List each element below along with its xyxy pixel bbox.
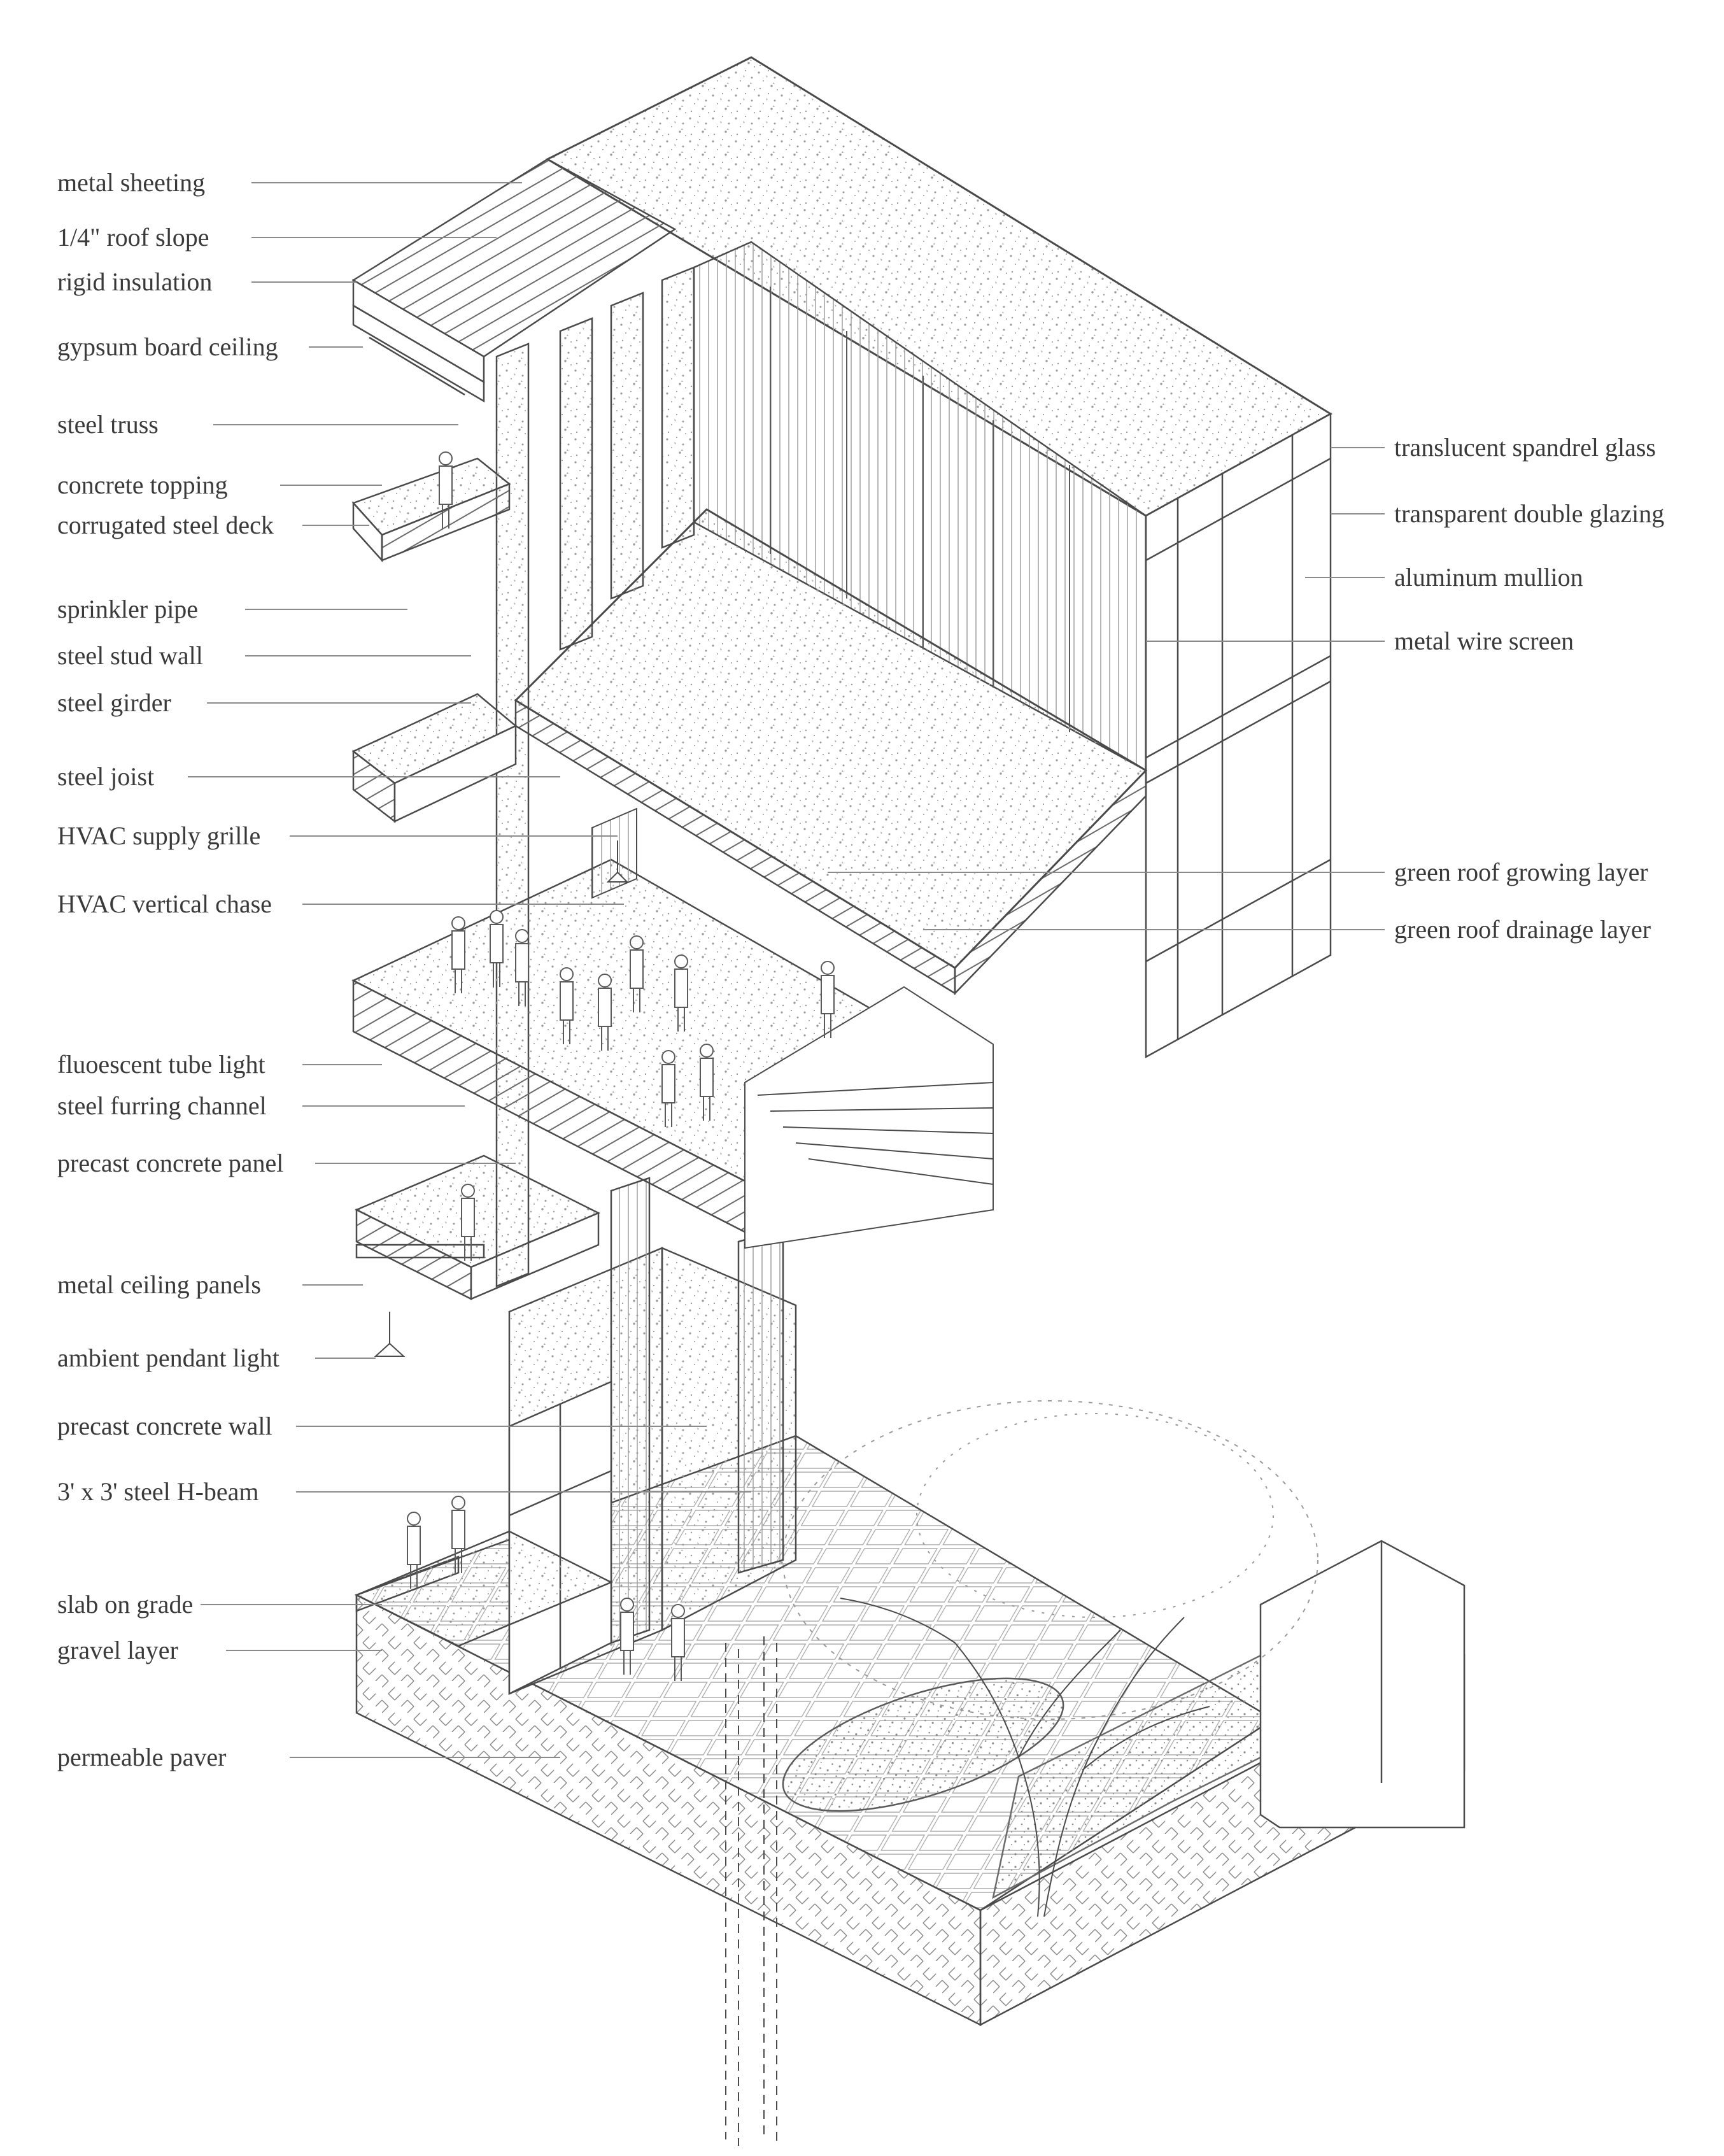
label-green-roof-growing-layer: green roof growing layer xyxy=(1394,858,1648,886)
label-hvac-supply-grille: HVAC supply grille xyxy=(57,821,261,850)
label-corrugated-steel-deck: corrugated steel deck xyxy=(57,511,274,539)
courtyard-tree xyxy=(782,1400,1318,1917)
label-steel-stud-wall: steel stud wall xyxy=(57,641,203,670)
ground-floor-slab xyxy=(354,1530,614,1647)
oval-planter xyxy=(782,1677,1064,1812)
label-steel-joist: steel joist xyxy=(57,762,155,791)
people-figures xyxy=(407,451,835,1681)
label-sprinkler-pipe: sprinkler pipe xyxy=(57,595,199,623)
hvac-vertical-chase xyxy=(591,807,637,899)
roof-edge-layers xyxy=(352,278,485,403)
label-transparent-double-glazing: transparent double glazing xyxy=(1394,499,1665,528)
label-slab-on-grade: slab on grade xyxy=(57,1590,194,1619)
label-rigid-insulation: rigid insulation xyxy=(57,267,213,296)
ambient-pendant-light xyxy=(374,1312,406,1357)
steel-h-beam-column xyxy=(610,1177,651,1644)
label-green-roof-drainage-layer: green roof drainage layer xyxy=(1394,915,1651,944)
label-steel-girder: steel girder xyxy=(57,688,171,717)
level-1-floor xyxy=(355,1154,600,1301)
label-steel-furring-channel: steel furring channel xyxy=(57,1091,267,1120)
label-gravel-layer: gravel layer xyxy=(57,1636,178,1664)
label-ambient-pendant-light: ambient pendant light xyxy=(57,1344,279,1372)
label-steel-h-beam: 3' x 3' steel H-beam xyxy=(57,1477,259,1506)
label-roof-slope: 1/4" roof slope xyxy=(57,223,209,252)
level-2-floor xyxy=(351,693,518,823)
label-hvac-vertical-chase: HVAC vertical chase xyxy=(57,890,272,918)
level-3-floor xyxy=(351,457,511,563)
screen-mullions xyxy=(770,287,1070,732)
foundation-piles xyxy=(725,1636,777,2146)
glazing-curtain-wall xyxy=(1145,412,1332,1059)
label-steel-truss: steel truss xyxy=(57,410,159,439)
label-permeable-paver: permeable paver xyxy=(57,1743,227,1771)
label-metal-ceiling-panels: metal ceiling panels xyxy=(57,1270,261,1299)
steel-h-beam-column-2 xyxy=(737,1228,784,1574)
label-gypsum-board-ceiling: gypsum board ceiling xyxy=(57,332,278,361)
label-fluorescent-tube-light: fluoescent tube light xyxy=(57,1050,265,1079)
stair xyxy=(744,986,994,1249)
label-translucent-spandrel-glass: translucent spandrel glass xyxy=(1394,433,1656,462)
label-precast-concrete-wall: precast concrete wall xyxy=(57,1412,272,1440)
label-precast-concrete-panel: precast concrete panel xyxy=(57,1149,284,1177)
adjacent-building-block xyxy=(1259,1540,1466,1829)
label-metal-sheeting: metal sheeting xyxy=(57,168,206,197)
label-metal-wire-screen: metal wire screen xyxy=(1394,627,1574,655)
label-concrete-topping: concrete topping xyxy=(57,471,228,499)
leader-lines xyxy=(188,182,1385,1758)
pendant-shade xyxy=(606,871,629,883)
label-aluminum-mullion: aluminum mullion xyxy=(1394,563,1583,592)
green-roof-growing-layer-edge xyxy=(514,699,956,995)
